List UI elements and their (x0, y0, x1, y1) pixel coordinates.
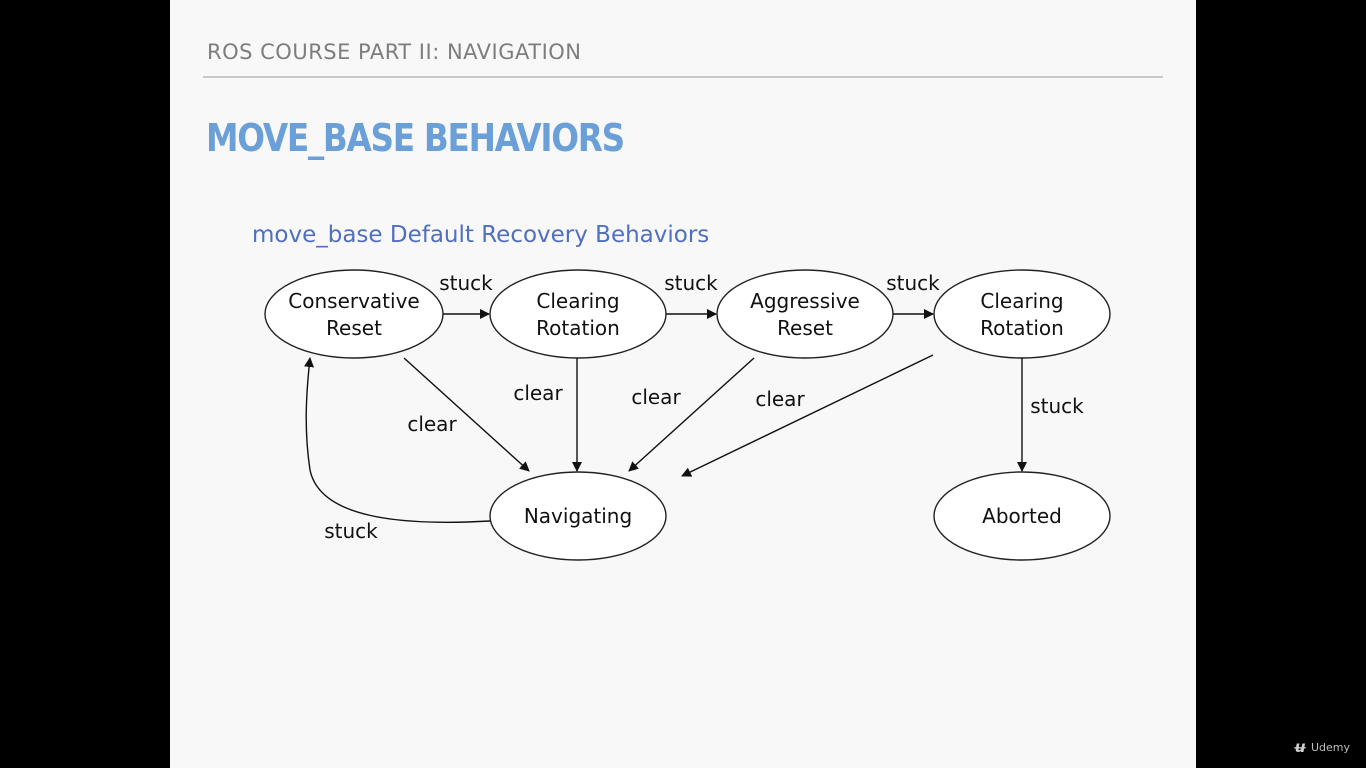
node-label: Clearing (536, 289, 619, 313)
node-aborted: Aborted (933, 471, 1111, 561)
node-label: Navigating (524, 504, 632, 528)
edge-conservative-to-navigating: clear (403, 357, 530, 472)
node-label: Conservative (288, 289, 419, 313)
header-divider (203, 76, 1163, 78)
node-label: Clearing (980, 289, 1063, 313)
edge-aggressive-to-navigating: clear (628, 357, 755, 472)
node-label: Aggressive (750, 289, 860, 313)
edge-label: clear (755, 387, 805, 411)
node-label: Aborted (982, 504, 1062, 528)
diagram-subtitle: move_base Default Recovery Behaviors (252, 222, 710, 248)
edge-label: stuck (664, 271, 718, 295)
edge-clearing-2-to-navigating: clear (681, 354, 934, 477)
node-aggressive-reset: Aggressive Reset (716, 269, 894, 359)
edge-aggressive-to-clearing-2: stuck (886, 271, 940, 319)
udemy-logo-text: Udemy (1310, 740, 1350, 754)
edge-navigating-to-conservative: stuck (304, 357, 491, 543)
node-label: Rotation (980, 316, 1064, 340)
node-label: Reset (777, 316, 833, 340)
slide-title: MOVE_BASE BEHAVIORS (206, 116, 625, 160)
node-navigating: Navigating (489, 471, 667, 561)
edge-label: stuck (886, 271, 940, 295)
node-clearing-rotation-2: Clearing Rotation (933, 269, 1111, 359)
edge-conservative-to-clearing-1: stuck (439, 271, 493, 319)
edge-label: stuck (439, 271, 493, 295)
edge-clearing-1-to-aggressive: stuck (664, 271, 718, 319)
edge-label: stuck (1030, 394, 1084, 418)
edge-clearing-2-to-aborted: stuck (1017, 358, 1084, 472)
udemy-logo: ʉ Udemy (1293, 738, 1350, 756)
node-conservative-reset: Conservative Reset (264, 269, 444, 359)
course-header: ROS COURSE PART II: NAVIGATION (207, 40, 582, 64)
node-clearing-rotation-1: Clearing Rotation (489, 269, 667, 359)
udemy-u-icon: ʉ (1293, 738, 1307, 756)
edge-label: clear (631, 385, 681, 409)
edge-clearing-1-to-navigating: clear (513, 358, 582, 472)
edge-label: stuck (324, 519, 378, 543)
edge-label: clear (513, 381, 563, 405)
node-label: Rotation (536, 316, 620, 340)
edge-label: clear (407, 412, 457, 436)
state-diagram: Conservative Reset Clearing Rotation Agg… (264, 269, 1111, 561)
slide: ROS COURSE PART II: NAVIGATION MOVE_BASE… (170, 0, 1196, 768)
node-label: Reset (326, 316, 382, 340)
